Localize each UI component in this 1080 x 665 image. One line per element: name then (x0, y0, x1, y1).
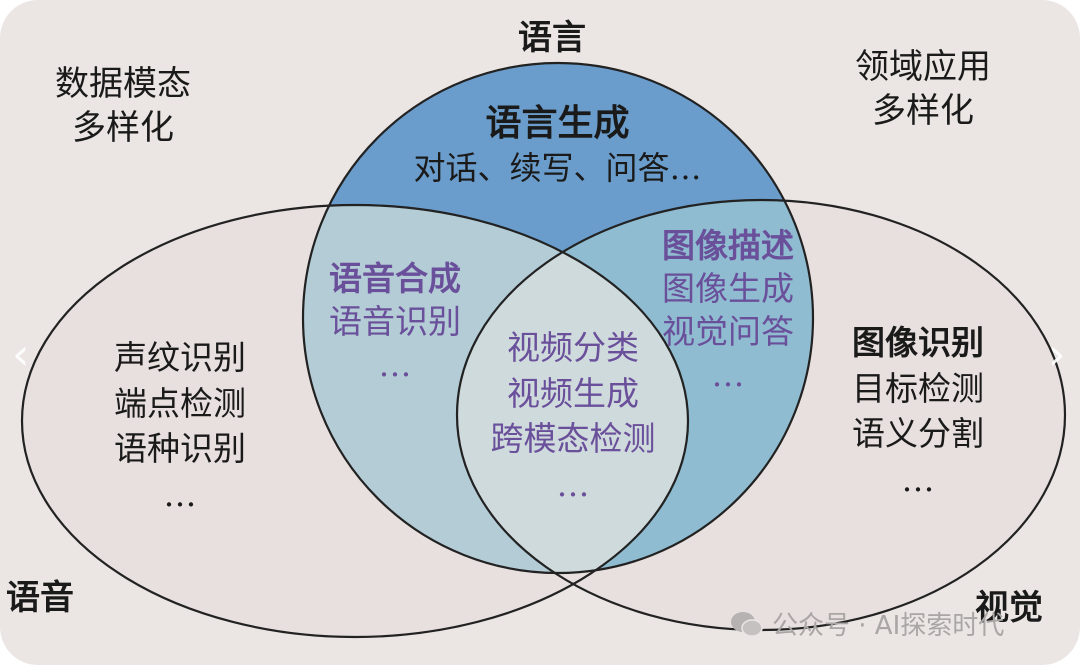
set-label-vision: 视觉 (975, 588, 1043, 628)
region-title: 语音合成 (329, 259, 461, 298)
region-item: 目标检测 (852, 368, 984, 408)
region-item: 语义分割 (852, 414, 984, 454)
region-title: 语言生成 (485, 102, 630, 144)
region-item: 视频生成 (507, 373, 639, 413)
region-speech-language: 语音合成 语音识别 … (310, 258, 480, 387)
region-item: 跨模态检测 (490, 419, 656, 459)
region-title: 图像描述 (662, 226, 794, 265)
region-language-only: 语言生成 对话、续写、问答… (380, 102, 735, 188)
wechat-icon (731, 611, 763, 637)
corner-line: 数据模态 (55, 64, 191, 104)
region-title: 图像识别 (852, 323, 984, 362)
region-item: … (556, 464, 590, 504)
region-item: 视频分类 (507, 328, 639, 367)
next-arrow-icon[interactable]: › (1048, 329, 1066, 380)
region-item: 图像生成 (662, 268, 794, 308)
region-speech-only: 声纹识别 端点检测 语种识别 … (90, 335, 270, 517)
set-label-language: 语言 (518, 18, 586, 58)
region-item: … (378, 344, 412, 384)
region-vision-only: 图像识别 目标检测 语义分割 … (828, 320, 1008, 502)
region-item: … (901, 459, 935, 499)
watermark: 公众号 · AI探索时代 (730, 605, 1004, 642)
region-item: 对话、续写、问答… (413, 149, 702, 188)
corner-line: 多样化 (72, 108, 174, 149)
corner-line: 领域应用 (855, 47, 991, 87)
corner-line: 多样化 (872, 91, 974, 132)
corner-label-data-modality: 数据模态 多样化 (55, 62, 191, 150)
region-item: 视觉问答 (662, 311, 794, 351)
region-item: … (163, 474, 197, 514)
region-item: 声纹识别 (114, 338, 246, 377)
prev-arrow-icon[interactable]: ‹ (12, 329, 30, 380)
region-all-three: 视频分类 视频生成 跨模态检测 … (468, 325, 678, 507)
set-label-speech: 语音 (6, 578, 74, 618)
region-item: 语种识别 (114, 429, 246, 469)
region-item: 端点检测 (114, 383, 246, 423)
region-vision-language: 图像描述 图像生成 视觉问答 … (643, 225, 813, 397)
region-item: … (711, 354, 745, 394)
triple-overlap (457, 205, 688, 573)
speech-set-outline (20, 203, 690, 639)
region-item: 语音识别 (329, 301, 461, 341)
corner-label-domain-application: 领域应用 多样化 (855, 45, 991, 133)
language-set-outline (301, 61, 815, 575)
watermark-text: 公众号 · AI探索时代 (772, 611, 1005, 641)
